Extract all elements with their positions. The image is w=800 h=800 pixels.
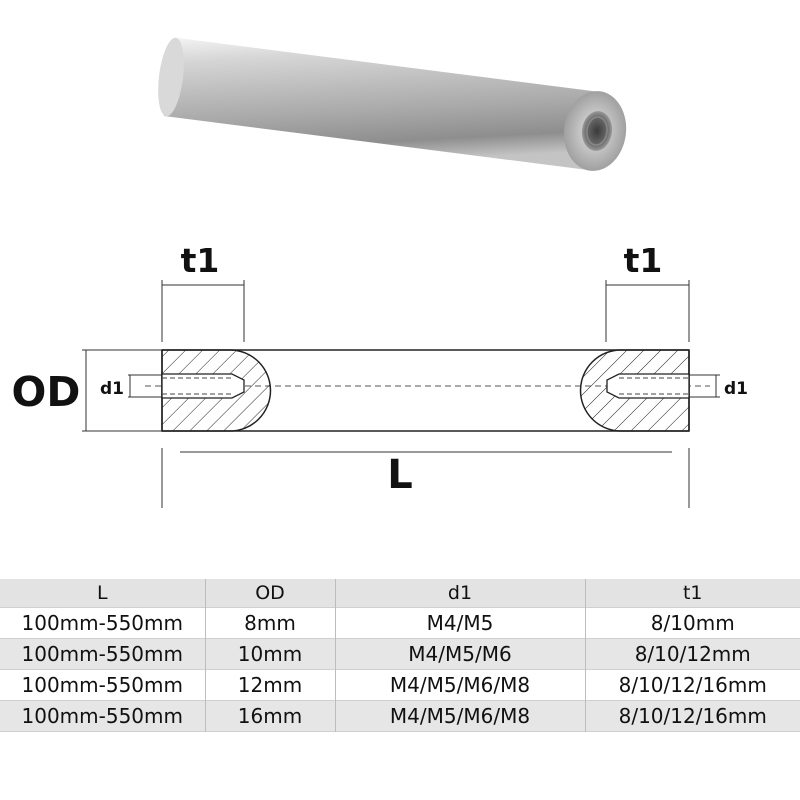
- product-photo: [158, 37, 627, 171]
- d1-right-label: d1: [724, 379, 748, 399]
- spec-table: L OD d1 t1 100mm-550mm 8mm M4/M5 8/10mm …: [0, 579, 800, 732]
- cell-l: 100mm-550mm: [0, 669, 205, 701]
- cell-l: 100mm-550mm: [0, 607, 205, 639]
- t1-left-dimension: t1: [161, 241, 245, 342]
- d1-right-dimension: d1: [689, 374, 748, 399]
- cell-od: 12mm: [204, 669, 335, 701]
- t1-right-label: t1: [624, 241, 663, 280]
- od-dimension: OD: [12, 349, 162, 432]
- table-row: 100mm-550mm 16mm M4/M5/M6/M8 8/10/12/16m…: [0, 700, 800, 732]
- d1-left-dimension: d1: [100, 374, 162, 399]
- cell-t1: 8/10/12/16mm: [584, 669, 800, 701]
- table-row: 100mm-550mm 12mm M4/M5/M6/M8 8/10/12/16m…: [0, 669, 800, 701]
- standoff-rod: [158, 37, 627, 171]
- cross-section-drawing: t1 t1 OD d1 d1: [12, 241, 748, 508]
- cell-t1: 8/10mm: [584, 607, 800, 639]
- od-label: OD: [12, 368, 81, 416]
- cell-od: 16mm: [204, 700, 335, 732]
- cell-d1: M4/M5: [334, 607, 585, 639]
- cell-t1: 8/10/12/16mm: [584, 700, 800, 732]
- table-row: 100mm-550mm 8mm M4/M5 8/10mm: [0, 607, 800, 639]
- column-header-t1: t1: [584, 579, 800, 608]
- rod-section: [145, 349, 710, 432]
- length-dimension: L: [161, 448, 690, 508]
- cell-l: 100mm-550mm: [0, 700, 205, 732]
- table-header-row: L OD d1 t1: [0, 579, 800, 608]
- column-header-od: OD: [204, 579, 335, 608]
- d1-left-label: d1: [100, 379, 124, 399]
- cell-d1: M4/M5/M6/M8: [334, 669, 585, 701]
- table-row: 100mm-550mm 10mm M4/M5/M6 8/10/12mm: [0, 638, 800, 670]
- cell-d1: M4/M5/M6/M8: [334, 700, 585, 732]
- cell-t1: 8/10/12mm: [584, 638, 800, 670]
- length-label: L: [387, 452, 413, 498]
- column-header-l: L: [0, 579, 205, 608]
- cell-od: 8mm: [204, 607, 335, 639]
- cell-d1: M4/M5/M6: [334, 638, 585, 670]
- cell-l: 100mm-550mm: [0, 638, 205, 670]
- column-header-d1: d1: [334, 579, 585, 608]
- t1-left-label: t1: [181, 241, 220, 280]
- t1-right-dimension: t1: [605, 241, 690, 342]
- cell-od: 10mm: [204, 638, 335, 670]
